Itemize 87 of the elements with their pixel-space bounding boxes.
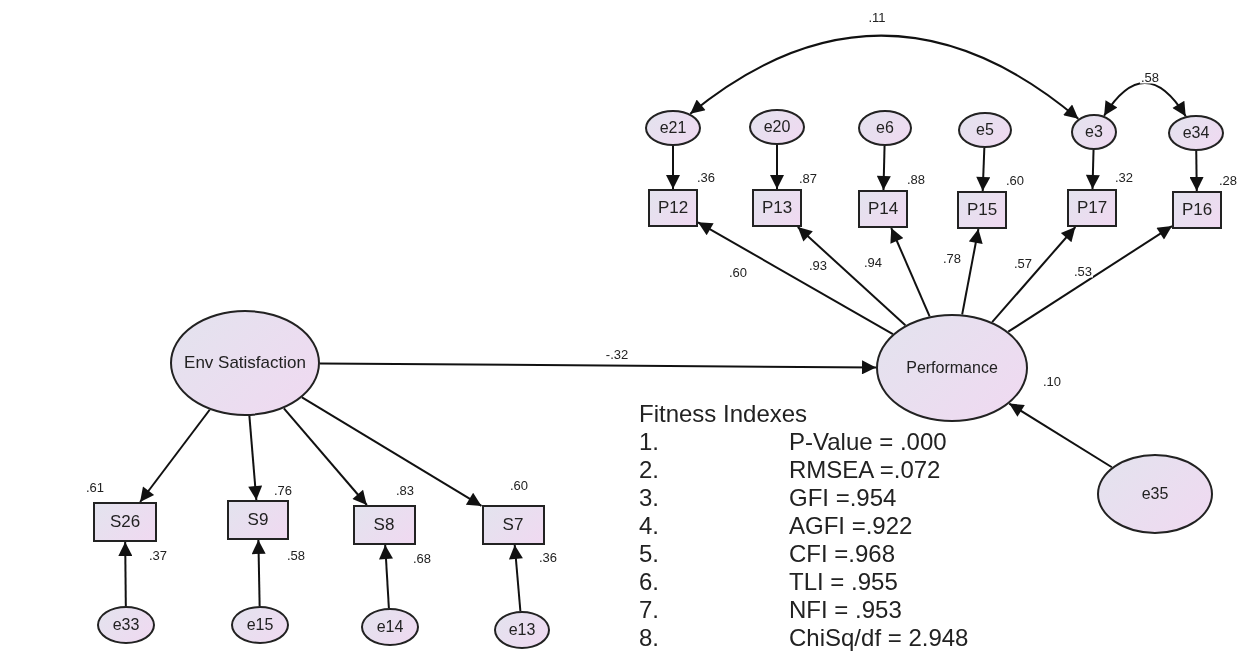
r-squared-value: .36	[537, 550, 559, 564]
edge-label: .58	[1139, 70, 1161, 84]
observed-variable-box: S7	[481, 505, 545, 545]
path-arrow	[1189, 150, 1204, 192]
path-arrow	[248, 414, 263, 501]
edge-label: .53	[1072, 264, 1094, 278]
path-arrow	[508, 544, 523, 613]
edge-label: .76	[272, 483, 294, 497]
path-arrow	[379, 544, 393, 609]
fit-index-value: RMSEA =.072	[789, 458, 941, 482]
edge-label: .57	[1012, 256, 1034, 270]
covariance-arrow	[689, 34, 1080, 120]
edge-label: .60	[508, 478, 530, 492]
r-squared-value: .37	[147, 548, 169, 562]
fit-heading: Fitness Indexes	[639, 402, 808, 426]
path-arrow	[876, 145, 891, 191]
path-arrow	[961, 228, 983, 316]
error-term-ellipse: e20	[749, 109, 805, 145]
error-term-ellipse: e15	[231, 606, 289, 644]
path-arrow	[666, 145, 680, 190]
latent-variable-ellipse: e35	[1097, 454, 1213, 534]
error-term-ellipse: e3	[1071, 114, 1117, 150]
path-arrow	[301, 396, 483, 507]
error-term-ellipse: e33	[97, 606, 155, 644]
r-squared-value: .28	[1217, 173, 1239, 187]
list-number: 7.	[639, 598, 659, 622]
observed-variable-box: S8	[352, 505, 416, 545]
edge-label: .93	[807, 258, 829, 272]
r-squared-value: .60	[1004, 173, 1026, 187]
path-arrow	[796, 226, 907, 327]
latent-variable-ellipse: Env Satisfaction	[170, 310, 320, 416]
list-number: 3.	[639, 486, 659, 510]
fit-index-value: AGFI =.922	[789, 514, 913, 538]
fit-index-value: ChiSq/df = 2.948	[789, 626, 969, 650]
list-number: 8.	[639, 626, 659, 650]
error-term-ellipse: e34	[1168, 115, 1224, 151]
error-term-ellipse: e13	[494, 611, 550, 649]
path-arrow	[1008, 402, 1113, 469]
r-squared-value: .88	[905, 172, 927, 186]
list-number: 5.	[639, 542, 659, 566]
observed-variable-box: P13	[752, 189, 802, 227]
list-number: 6.	[639, 570, 659, 594]
edge-label: .78	[941, 251, 963, 265]
path-arrow	[1085, 149, 1100, 190]
covariance-arrow	[1103, 82, 1187, 118]
path-arrow	[976, 147, 991, 192]
list-number: 2.	[639, 458, 659, 482]
observed-variable-box: S9	[227, 500, 289, 540]
path-arrow	[770, 144, 784, 190]
edge-label: .60	[727, 265, 749, 279]
path-arrow	[697, 221, 894, 336]
edge-label: -.32	[604, 347, 630, 361]
observed-variable-box: P17	[1067, 189, 1117, 227]
path-arrow	[282, 407, 368, 506]
path-arrow	[1007, 225, 1173, 333]
r-squared-value: .68	[411, 551, 433, 565]
r-squared-value: .32	[1113, 170, 1135, 184]
fit-index-value: P-Value = .000	[789, 430, 947, 454]
edge-label: .61	[84, 480, 106, 494]
error-term-ellipse: e21	[645, 110, 701, 146]
latent-variable-ellipse: Performance	[876, 314, 1028, 422]
observed-variable-box: P12	[648, 189, 698, 227]
error-term-ellipse: e5	[958, 112, 1012, 148]
r-squared-value: .10	[1041, 374, 1063, 388]
fit-index-value: NFI = .953	[789, 598, 902, 622]
error-term-ellipse: e14	[361, 608, 419, 646]
observed-variable-box: P15	[957, 191, 1007, 229]
edge-label: .11	[867, 10, 887, 24]
path-arrow	[118, 541, 133, 607]
list-number: 4.	[639, 514, 659, 538]
observed-variable-box: P14	[858, 190, 908, 228]
path-arrow	[139, 408, 211, 503]
edge-label: .94	[862, 255, 884, 269]
fit-index-value: TLI = .955	[789, 570, 898, 594]
fit-index-value: CFI =.968	[789, 542, 896, 566]
observed-variable-box: P16	[1172, 191, 1222, 229]
error-term-ellipse: e6	[858, 110, 912, 146]
r-squared-value: .36	[695, 170, 717, 184]
r-squared-value: .58	[285, 548, 307, 562]
path-arrow	[251, 539, 266, 607]
fit-index-value: GFI =.954	[789, 486, 897, 510]
path-arrow	[319, 360, 877, 375]
r-squared-value: .87	[797, 171, 819, 185]
edge-label: .83	[394, 483, 416, 497]
observed-variable-box: S26	[93, 502, 157, 542]
path-arrow	[991, 226, 1077, 324]
list-number: 1.	[639, 430, 659, 454]
